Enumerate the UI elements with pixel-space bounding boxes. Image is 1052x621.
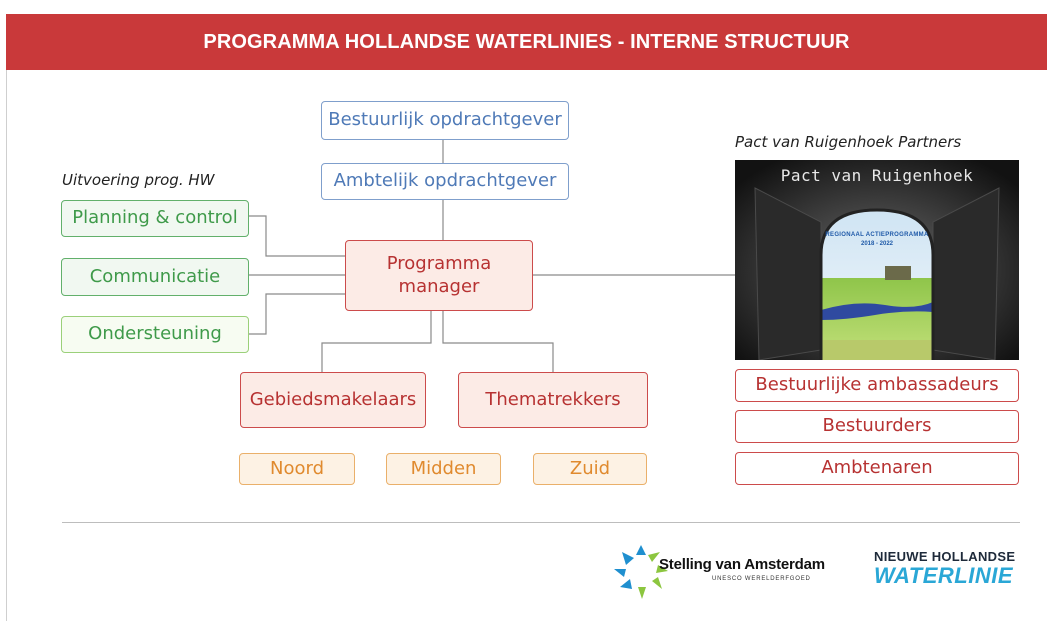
partner-ambtenaren: Ambtenaren xyxy=(735,452,1019,485)
noord-box: Noord xyxy=(239,453,355,485)
stelling-logo-subtitle: UNESCO WERELDERFGOED xyxy=(712,576,811,582)
nieuwe-hollandse-waterlinie-logo: NIEUWE HOLLANDSE WATERLINIE xyxy=(872,549,1022,599)
pact-cover-image: Pact van Ruigenhoek REGIONAAL ACTIEPROGR… xyxy=(735,160,1019,360)
planning-control-box: Planning & control xyxy=(61,200,249,237)
partner-bestuurlijke-ambassadeurs: Bestuurlijke ambassadeurs xyxy=(735,369,1019,402)
stelling-emblem-icon xyxy=(614,545,668,599)
stelling-van-amsterdam-logo: Stelling van Amsterdam UNESCO WERELDERFG… xyxy=(612,543,837,601)
ambtelijk-opdrachtgever-box: Ambtelijk opdrachtgever xyxy=(321,163,569,200)
footer-divider xyxy=(62,522,1020,523)
line-ondersteuning xyxy=(249,293,345,335)
line-planning xyxy=(249,215,345,257)
pact-cover-years: 2018 - 2022 xyxy=(860,241,894,247)
pact-cover-title: Pact van Ruigenhoek xyxy=(780,166,974,185)
stelling-logo-title: Stelling van Amsterdam xyxy=(659,556,825,573)
bestuurlijk-opdrachtgever-box: Bestuurlijk opdrachtgever xyxy=(321,101,569,140)
nhw-logo-line1: NIEUWE HOLLANDSE xyxy=(874,549,1016,564)
zuid-box: Zuid xyxy=(533,453,647,485)
line-thematrekkers xyxy=(442,311,554,372)
thematrekkers-box: Thematrekkers xyxy=(458,372,648,428)
pact-cover-subtitle: REGIONAAL ACTIEPROGRAMMA xyxy=(825,232,929,238)
slide-left-border xyxy=(6,70,7,621)
page-title: PROGRAMMA HOLLANDSE WATERLINIES - INTERN… xyxy=(6,14,1047,70)
programma-manager-box: Programma manager xyxy=(345,240,533,311)
line-gebiedsmakelaars xyxy=(321,311,432,372)
communicatie-box: Communicatie xyxy=(61,258,249,296)
ondersteuning-box: Ondersteuning xyxy=(61,316,249,353)
uitvoering-label: Uitvoering prog. HW xyxy=(62,171,215,189)
nhw-logo-line2: WATERLINIE xyxy=(874,563,1014,588)
partner-bestuurders: Bestuurders xyxy=(735,410,1019,443)
pact-cover-illustration xyxy=(735,160,1019,360)
pact-partners-label: Pact van Ruigenhoek Partners xyxy=(735,133,962,151)
gebiedsmakelaars-box: Gebiedsmakelaars xyxy=(240,372,426,428)
midden-box: Midden xyxy=(386,453,501,485)
